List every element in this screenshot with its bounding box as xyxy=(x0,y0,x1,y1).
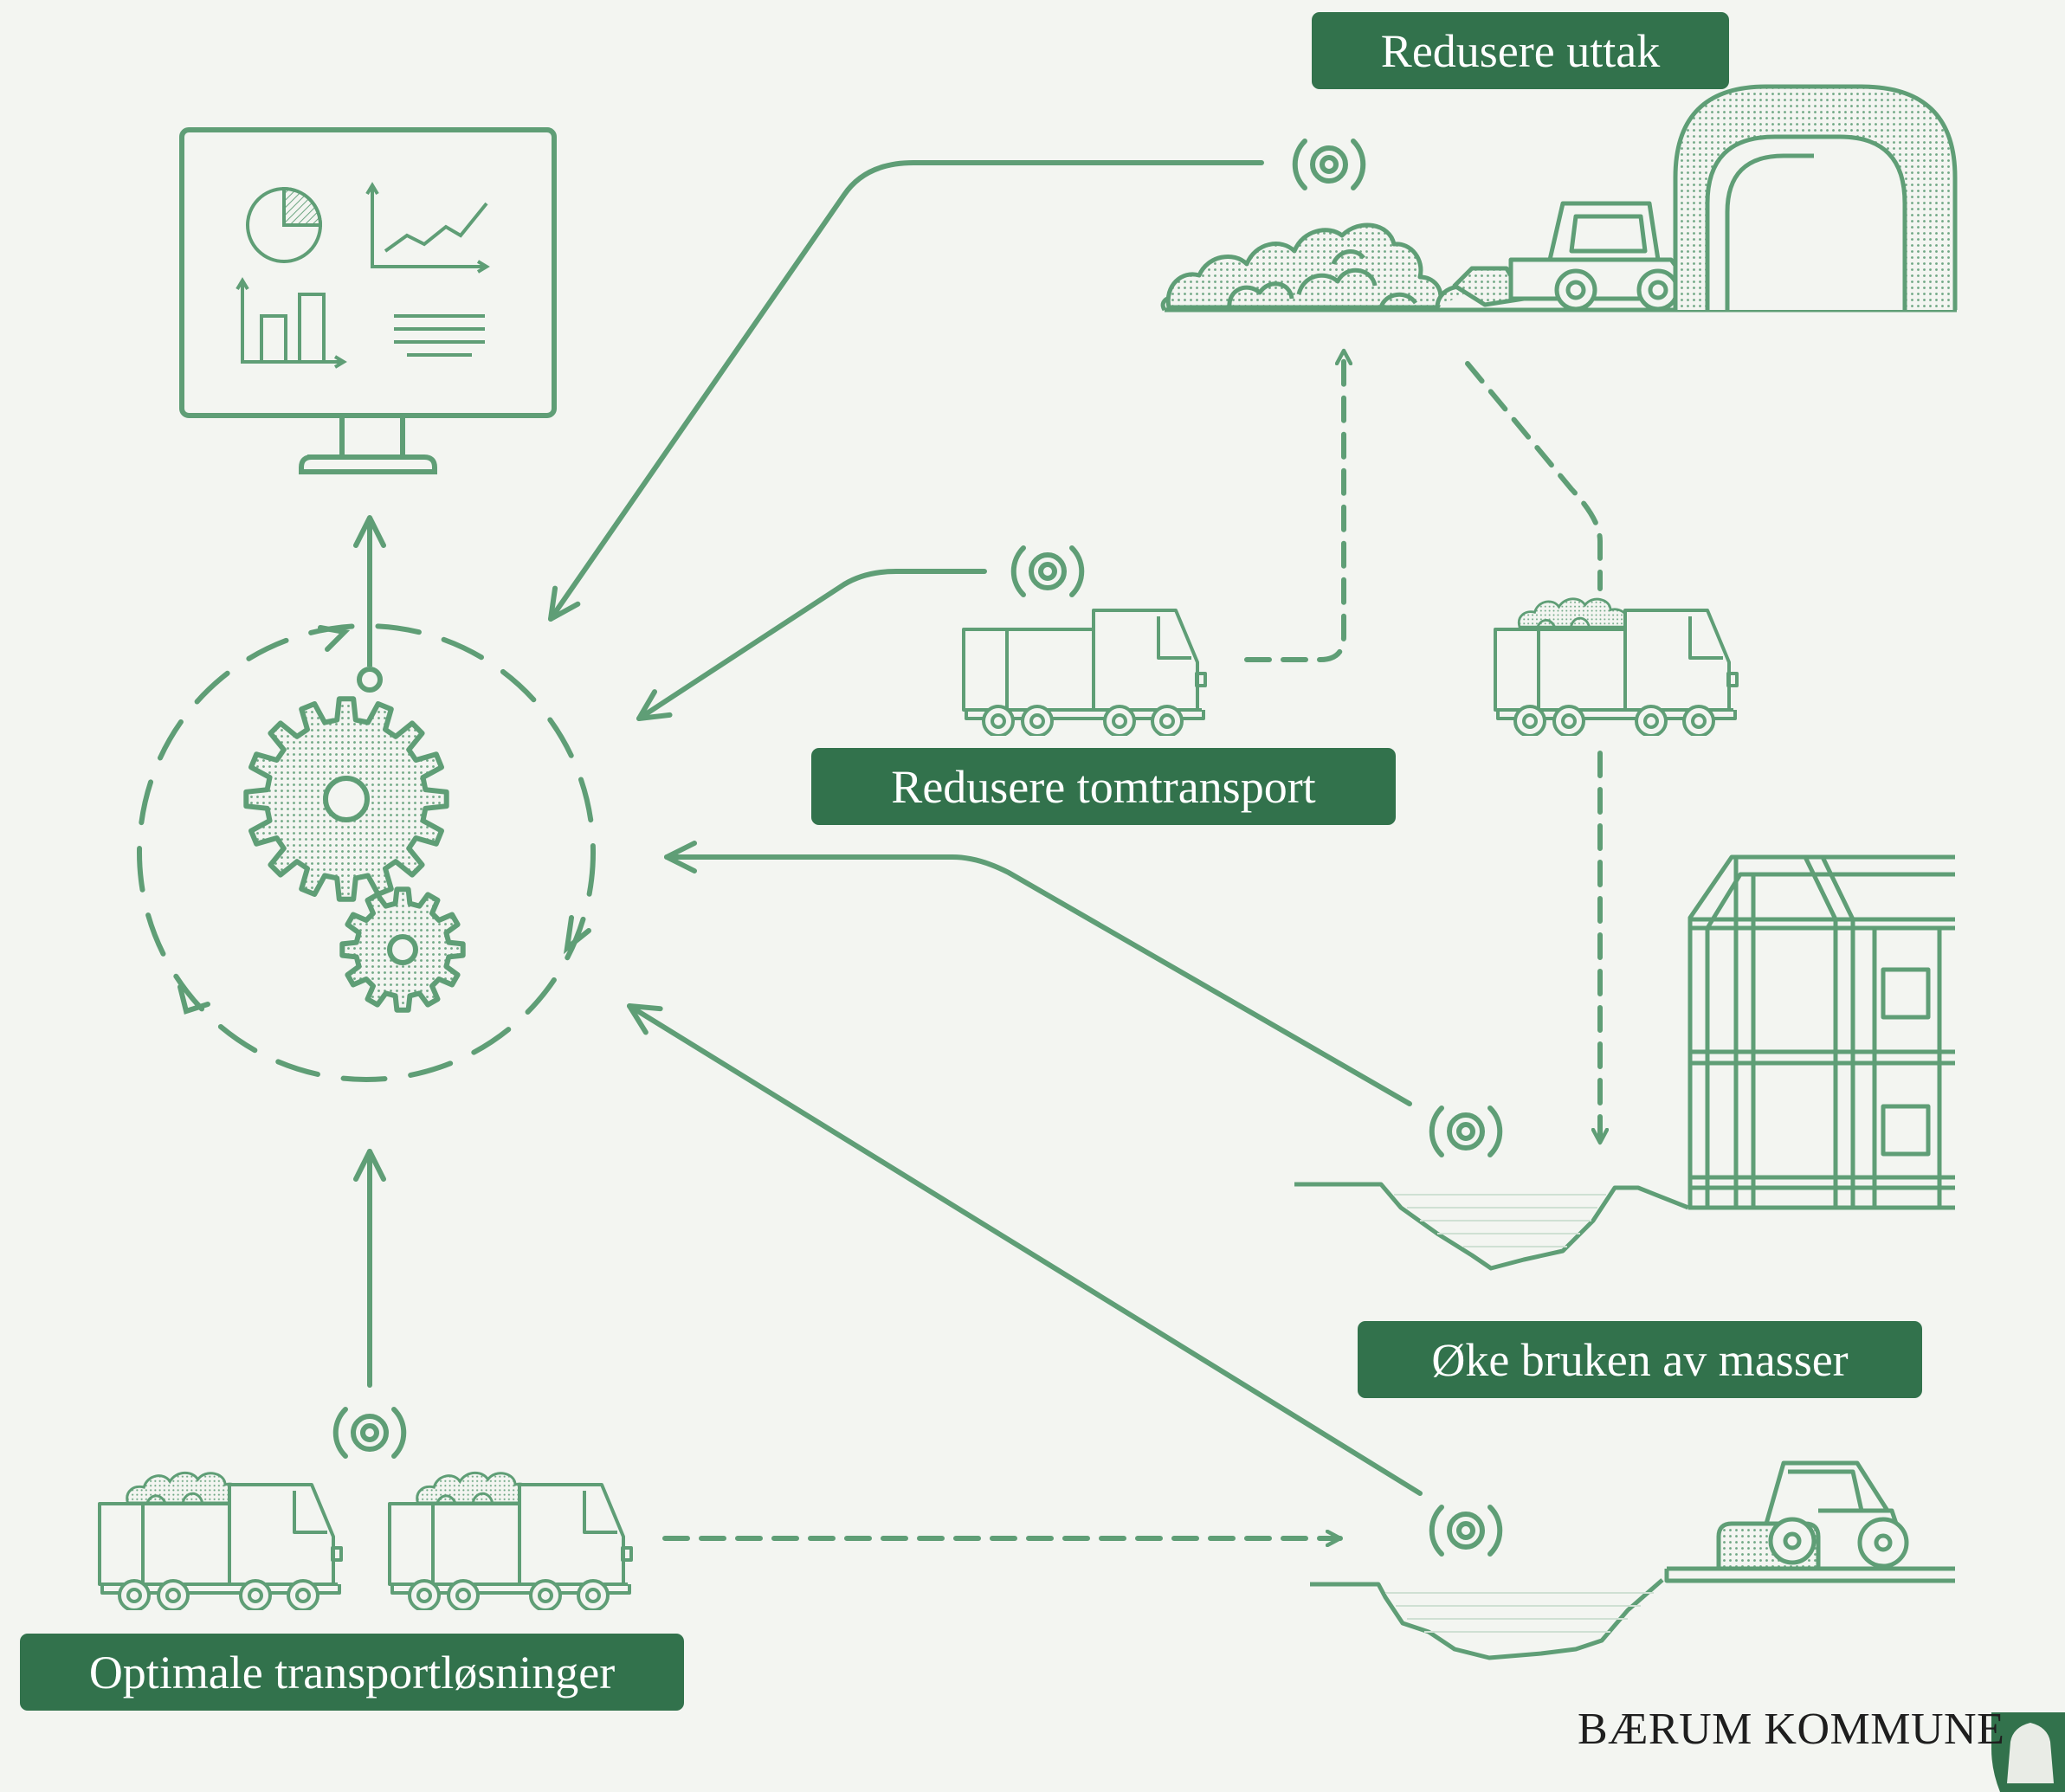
dashed-quarry-to-loaded-truck xyxy=(1465,361,1603,591)
gears-icon xyxy=(243,696,466,1013)
label-optimal-transport: Optimale transportløsninger xyxy=(20,1634,684,1711)
sensor-signal-icon xyxy=(1295,141,1364,188)
label-reduce-extraction: Redusere uttak xyxy=(1312,12,1729,89)
construction-site xyxy=(1294,854,1955,1271)
label-increase-mass-use: Øke bruken av masser xyxy=(1358,1321,1922,1398)
quarry-scene xyxy=(1160,84,1958,313)
loaded-truck xyxy=(1494,597,1739,736)
dashed-empty-truck-to-quarry xyxy=(1244,348,1344,662)
brand-name: BÆRUM KOMMUNE xyxy=(1578,1705,2005,1754)
flow-empty-transport-to-hub xyxy=(636,569,987,721)
loaded-truck-fleet xyxy=(98,1471,633,1610)
sensor-signal-icon xyxy=(1432,1507,1500,1554)
truck-load-icon xyxy=(416,1471,537,1505)
truck-load-icon xyxy=(126,1471,247,1505)
excavation-pit-icon xyxy=(1310,1578,1664,1660)
sensor-signal-icon xyxy=(1432,1108,1500,1155)
flow-extraction-to-hub xyxy=(548,160,1264,622)
cycle-arrowheads xyxy=(177,625,591,1015)
tunnel-icon xyxy=(1673,84,1958,310)
excavation-pit-icon xyxy=(1294,1182,1689,1271)
monitor-dashboard-icon xyxy=(179,127,557,474)
loaded-truck-icon xyxy=(98,1483,343,1610)
pivot-dot xyxy=(357,667,383,693)
flow-site-to-hub xyxy=(664,841,1412,1106)
sensor-signal-icon xyxy=(1014,548,1082,595)
loaded-truck-icon xyxy=(388,1483,633,1610)
sensor-signal-icon xyxy=(336,1409,404,1456)
cycle-circle xyxy=(137,623,596,1082)
label-reduce-empty-transport: Redusere tomtransport xyxy=(811,748,1396,825)
loaded-truck-icon xyxy=(1494,609,1739,736)
building-frame-icon xyxy=(1687,854,1955,1210)
road-scene xyxy=(1310,1460,1955,1660)
empty-truck-icon xyxy=(962,609,1207,736)
wheel-loader-icon xyxy=(1435,201,1687,312)
shield-icon xyxy=(1991,1712,2065,1792)
rock-pile-icon xyxy=(1165,222,1443,310)
truck-load-icon xyxy=(1517,597,1631,628)
road-roller-icon xyxy=(1716,1460,1909,1571)
flow-road-to-hub xyxy=(627,1003,1423,1496)
